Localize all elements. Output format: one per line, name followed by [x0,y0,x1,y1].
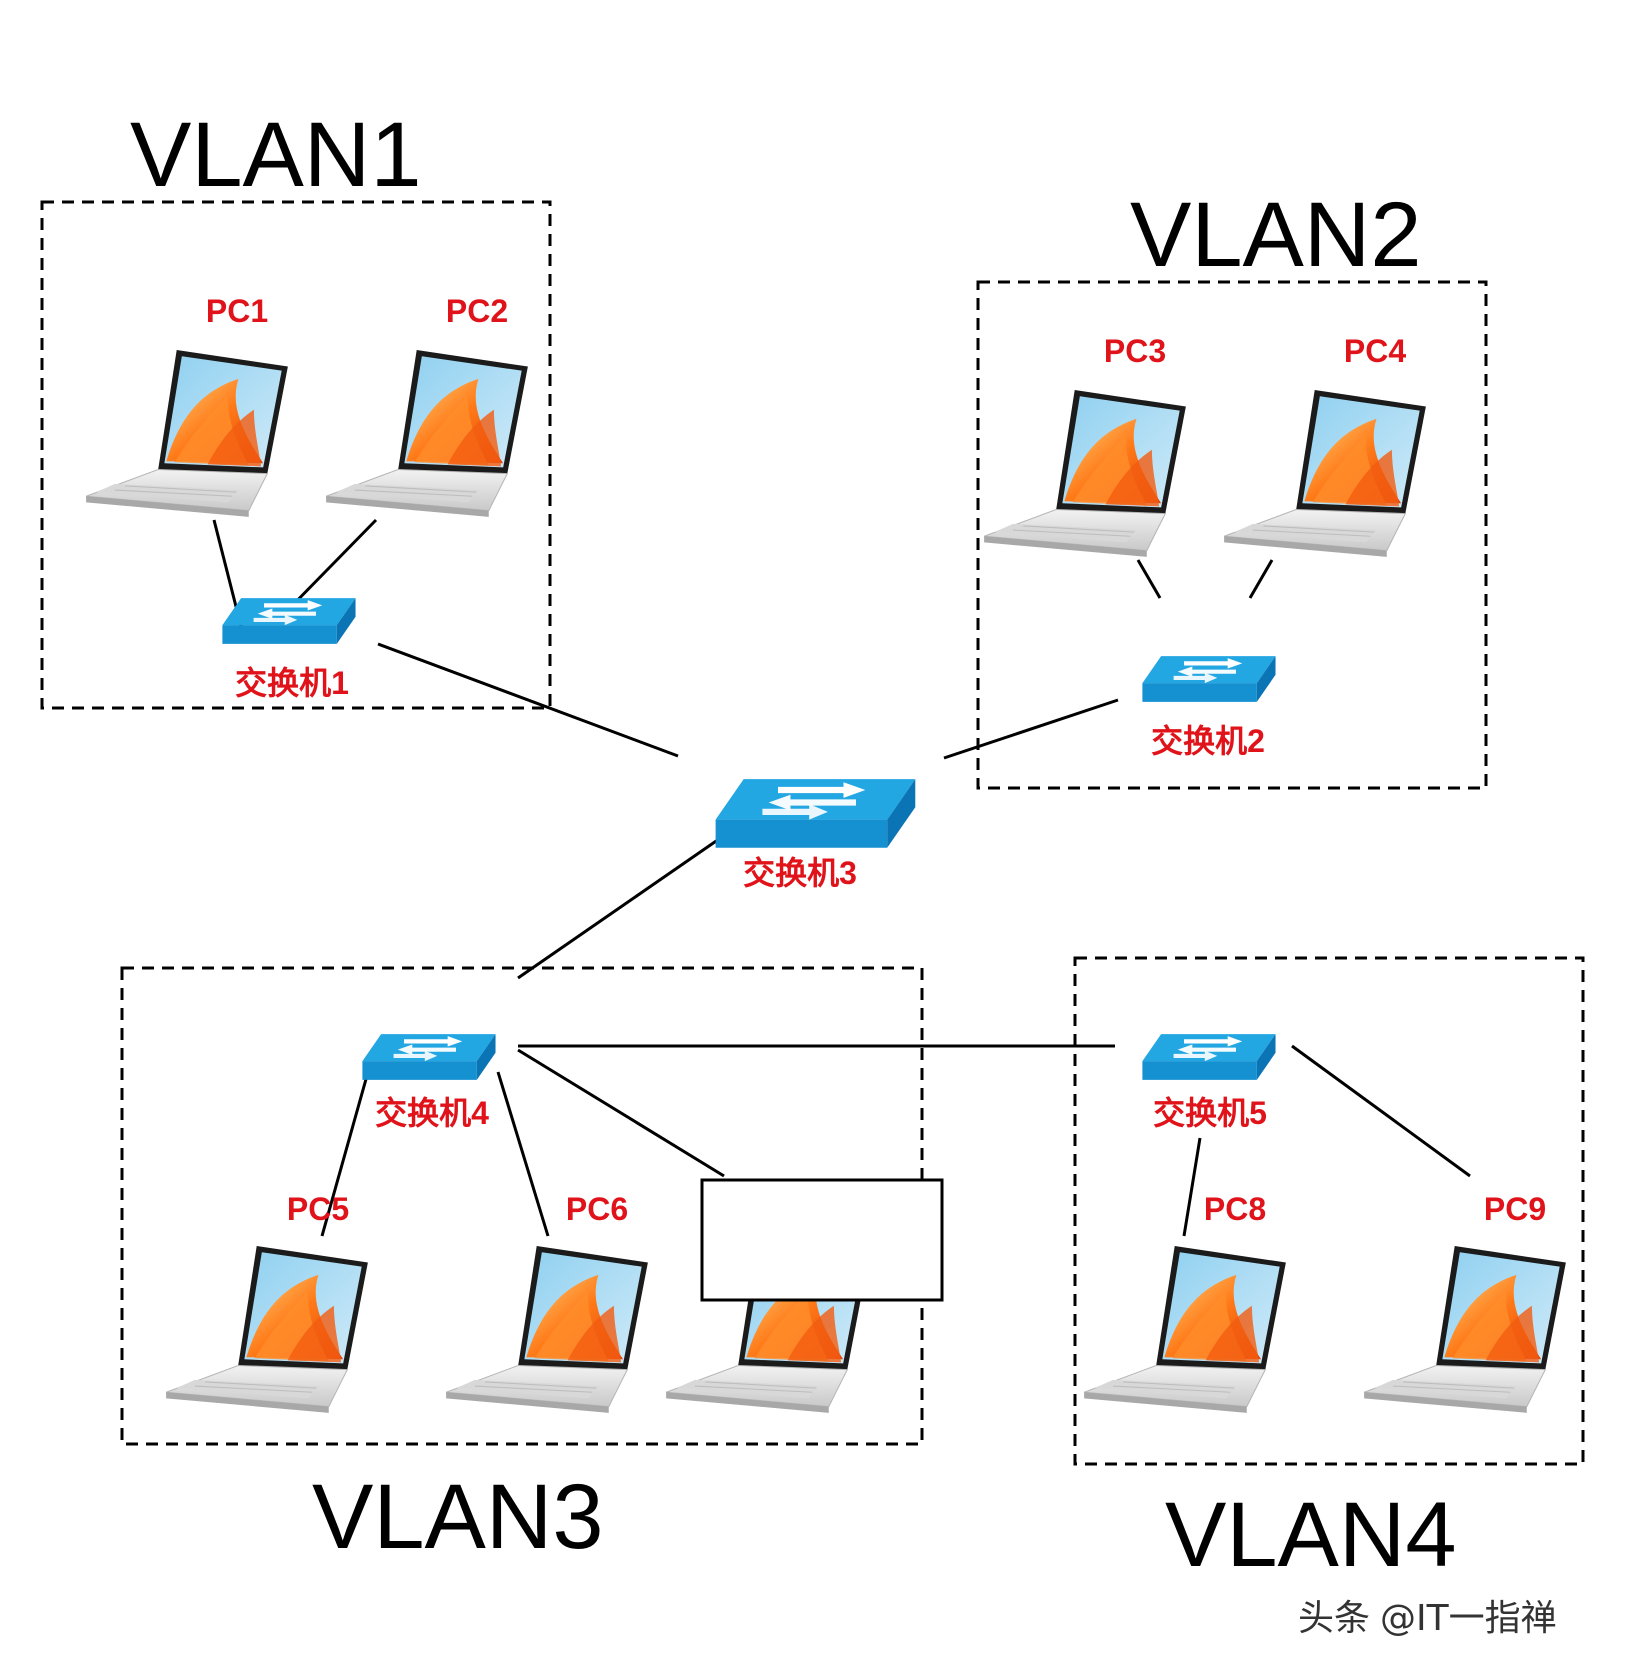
pc1-label: PC1 [206,293,268,329]
switch3-icon [715,779,916,848]
pc5-label: PC5 [287,1191,349,1227]
pc5-laptop-icon [165,1245,369,1414]
vlan1-title: VLAN1 [130,104,422,206]
switch2-icon [1142,656,1276,702]
switch1-label: 交换机1 [235,665,349,701]
switch3-label: 交换机3 [743,855,857,891]
link-sw5-pc9 [1291,1044,1471,1178]
link-sw4-hidden-pc [517,1048,725,1178]
vlan4-box [1073,956,1585,1466]
pc-labels: PC1 PC2 PC3 PC4 PC5 PC6 PC8 PC9 [206,293,1546,1227]
pc6-label: PC6 [566,1191,628,1227]
watermark-prefix: 头条 [1298,1598,1370,1639]
watermark-handle: @IT一指禅 [1380,1598,1557,1639]
link-pc3-sw2 [1136,559,1162,599]
pc8-label: PC8 [1204,1191,1266,1227]
pc6-laptop-icon [445,1245,649,1414]
watermark: 头条 @IT一指禅 [1298,1598,1557,1639]
vlan1-box [40,200,552,710]
pc4-laptop-icon [1223,389,1427,558]
pc9-laptop-icon [1363,1245,1567,1414]
pc4-label: PC4 [1344,333,1406,369]
link-sw1-sw3 [377,642,679,758]
pc9-label: PC9 [1484,1191,1546,1227]
link-sw4-pc6 [496,1071,550,1237]
link-pc4-sw2 [1248,559,1274,599]
link-sw4-pc5 [320,1071,370,1237]
pc3-laptop-icon [983,389,1187,558]
switch-labels: 交换机1 交换机2 交换机3 交换机4 交换机5 [235,665,1267,1131]
vlan2-title: VLAN2 [1130,184,1422,286]
switch4-label: 交换机4 [375,1095,489,1131]
pc3-label: PC3 [1104,333,1166,369]
connections [212,518,1471,1237]
switch5-label: 交换机5 [1153,1095,1267,1131]
hidden-pc-label-box [700,1178,944,1302]
pc8-laptop-icon [1083,1245,1287,1414]
link-sw2-sw3 [943,698,1119,760]
vlan3-title: VLAN3 [312,1466,604,1568]
vlan3-box [120,966,924,1446]
switch2-label: 交换机2 [1151,723,1265,759]
link-sw3-sw4 [517,826,736,980]
link-sw5-pc8 [1182,1137,1202,1237]
pc2-label: PC2 [446,293,508,329]
vlan2-box [976,280,1488,790]
vlan-boxes [40,200,1585,1466]
pc2-laptop-icon [325,349,529,518]
pc1-laptop-icon [85,349,289,518]
switch5-icon [1142,1034,1276,1080]
switch4-icon [362,1034,496,1080]
vlan4-title: VLAN4 [1165,1484,1457,1586]
switch1-icon [222,598,356,644]
